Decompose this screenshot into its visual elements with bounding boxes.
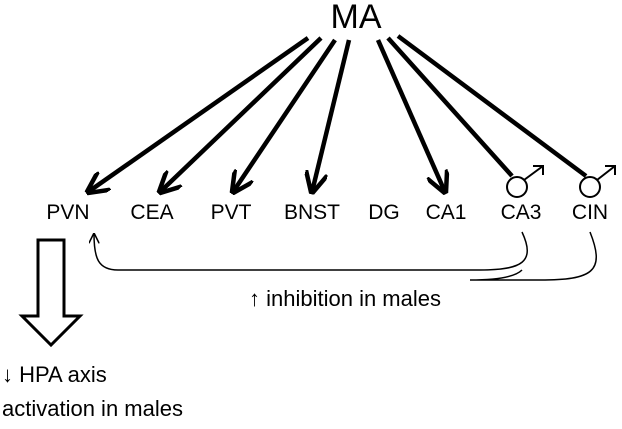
feedback-bracket-cin	[469, 231, 597, 281]
arrow-ma-to-pvn	[88, 36, 310, 192]
arrow-ma-to-cea	[160, 36, 323, 192]
region-label-cea: CEA	[130, 201, 173, 224]
outcome-label-line2: activation in males	[2, 396, 183, 421]
line-ma-to-ca3	[386, 36, 514, 178]
arrow-ma-to-bnst	[312, 39, 352, 192]
feedback-label: ↑ inhibition in males	[249, 286, 441, 311]
outcome-down-arrow	[18, 238, 84, 348]
male-symbol-cin	[579, 165, 616, 198]
male-symbol-ca3	[506, 165, 544, 198]
arrow-ma-to-ca1	[375, 39, 445, 192]
line-ma-to-cin	[396, 34, 588, 178]
arrow-ma-to-pvt	[233, 38, 337, 192]
source-node-label: MA	[331, 0, 382, 36]
region-label-ca1: CA1	[426, 201, 467, 224]
outcome-label-line1: ↓ HPA axis	[2, 362, 107, 387]
region-label-cin: CIN	[572, 201, 608, 224]
region-label-pvt: PVT	[211, 201, 252, 224]
region-label-bnst: BNST	[284, 201, 340, 224]
feedback-bracket-ca3-to-pvn	[94, 231, 528, 271]
region-label-dg: DG	[368, 201, 400, 224]
region-label-ca3: CA3	[501, 201, 542, 224]
region-label-pvn: PVN	[46, 201, 89, 224]
